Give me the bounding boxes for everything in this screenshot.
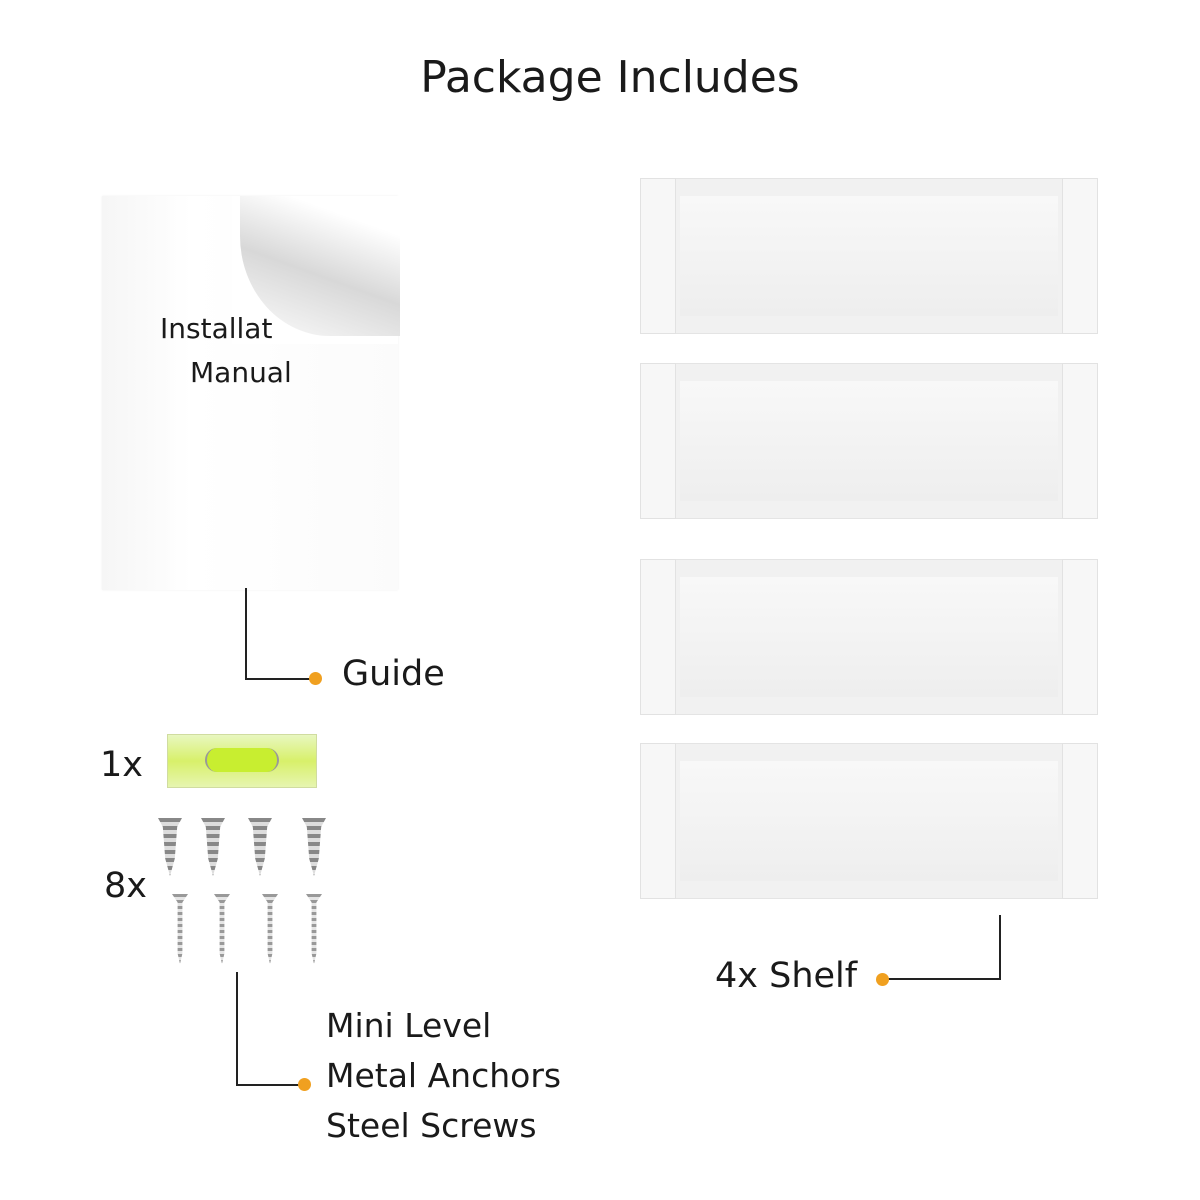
metal-anchor <box>302 818 326 876</box>
shelf <box>640 559 1098 715</box>
hardware-leader-line <box>236 972 238 1086</box>
guide-leader-line <box>245 588 247 680</box>
shelf-label: 4x Shelf <box>715 956 858 996</box>
metal-anchor <box>201 818 225 876</box>
steel-screw <box>306 894 322 964</box>
guide-dot <box>309 672 322 685</box>
label-metal-anchors: Metal Anchors <box>326 1056 562 1095</box>
hardware-leader-line <box>236 1084 302 1086</box>
manual-title-line1: Installat <box>160 312 273 345</box>
shelf-dot <box>876 973 889 986</box>
guide-label: Guide <box>342 654 445 694</box>
label-steel-screws: Steel Screws <box>326 1106 537 1145</box>
metal-anchor <box>248 818 272 876</box>
steel-screw <box>214 894 230 964</box>
label-mini-level: Mini Level <box>326 1006 492 1045</box>
hardware-qty: 8x <box>104 866 147 906</box>
shelf <box>640 178 1098 334</box>
steel-screw <box>172 894 188 964</box>
shelf-leader-line <box>999 915 1001 980</box>
shelf <box>640 743 1098 899</box>
level-qty: 1x <box>100 745 143 785</box>
steel-screw <box>262 894 278 964</box>
guide-leader-line <box>245 678 313 680</box>
shelf-leader-line <box>885 978 1001 980</box>
page-title: Package Includes <box>420 52 800 103</box>
level-bubble <box>205 748 279 772</box>
hardware-dot <box>298 1078 311 1091</box>
manual-title-line2: Manual <box>190 356 292 389</box>
metal-anchor <box>158 818 182 876</box>
mini-level <box>167 734 317 788</box>
shelf <box>640 363 1098 519</box>
